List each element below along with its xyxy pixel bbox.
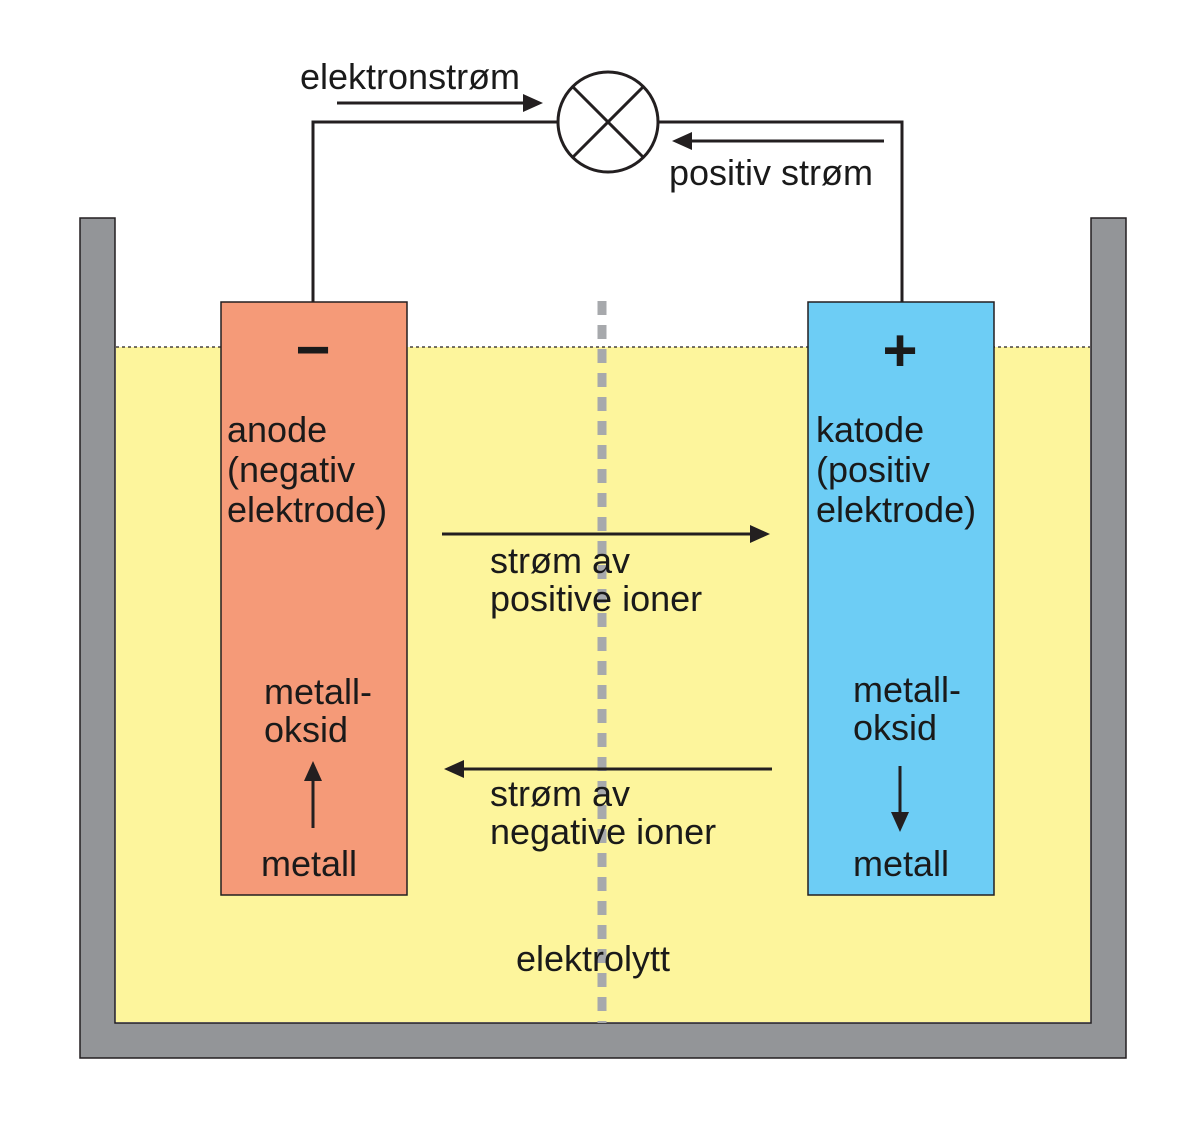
- positive-ion-flow-label: strøm av positive ioner: [490, 540, 702, 619]
- electron-flow-label: elektronstrøm: [300, 56, 520, 97]
- electron-flow-arrow: [337, 94, 543, 112]
- anode-name: anode (negativ elektrode): [227, 409, 387, 530]
- anode-name-line: (negativ: [227, 449, 355, 490]
- negative-ion-flow-label: strøm av negative ioner: [490, 773, 716, 852]
- anode-oxide-label: metall- oksid: [264, 671, 382, 750]
- cathode-reduction-arrow: [891, 766, 909, 832]
- cathode-name-line: (positiv: [816, 449, 930, 490]
- electrolyte-label: elektrolytt: [516, 938, 670, 979]
- cathode-name-line: elektrode): [816, 489, 976, 530]
- positive-ion-flow-arrow: [442, 525, 770, 543]
- wire-left: [311, 120, 560, 302]
- anode-name-line: elektrode): [227, 489, 387, 530]
- container: [79, 217, 1127, 1059]
- wire-right: [656, 120, 904, 302]
- cathode-oxide-label: metall- oksid: [853, 669, 971, 748]
- cathode-name: katode (positiv elektrode): [816, 409, 976, 530]
- anode-metal-label: metall: [261, 843, 357, 884]
- cathode-name-line: katode: [816, 409, 924, 450]
- positive-current-arrow: [672, 132, 884, 150]
- cathode-metal-label: metall: [853, 843, 949, 884]
- lamp-icon: [556, 70, 660, 174]
- anode-name-line: anode: [227, 409, 327, 450]
- anode-sign: −: [295, 316, 330, 383]
- negative-ion-flow-arrow: [444, 760, 772, 778]
- positive-current-label: positiv strøm: [669, 152, 873, 193]
- anode-oxidation-arrow: [304, 761, 322, 828]
- cathode-sign: +: [882, 317, 917, 384]
